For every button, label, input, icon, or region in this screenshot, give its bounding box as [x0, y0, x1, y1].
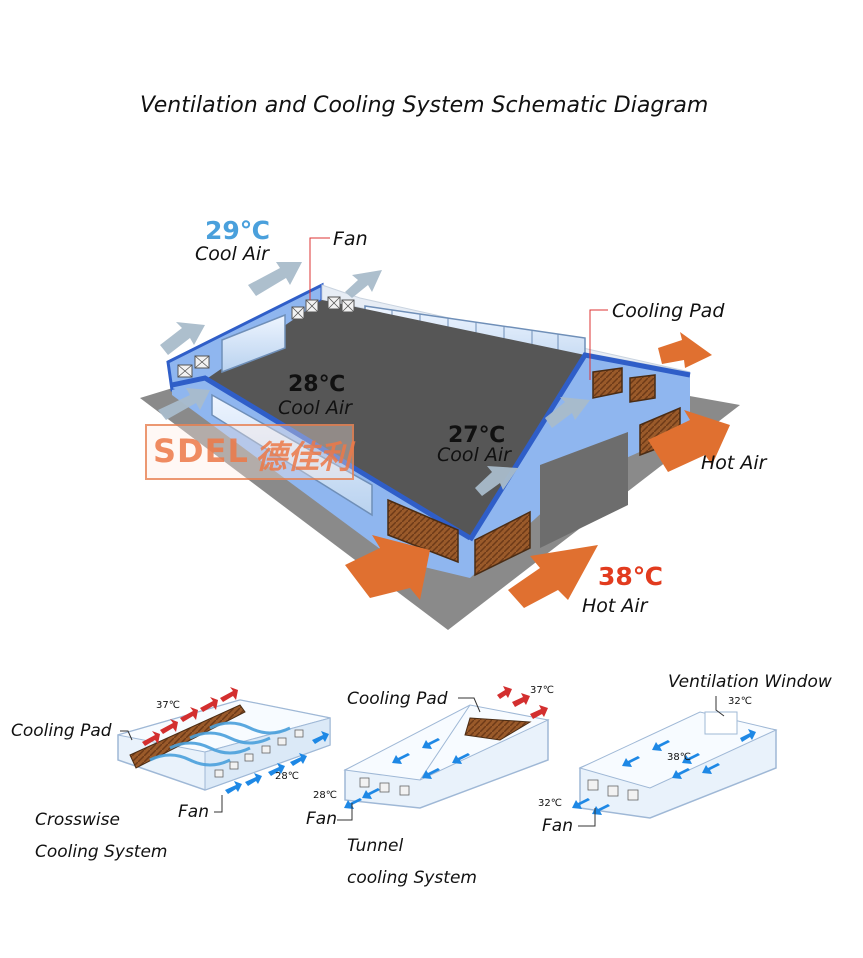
tunnel-temp-in: 37℃ [530, 685, 554, 696]
main-building [140, 237, 740, 630]
gable-cooling-pad-2 [592, 367, 623, 399]
brand-logo: SDEL 德佳利 [145, 424, 354, 480]
window-fan-label: Fan [542, 816, 573, 836]
ventilation-window-label: Ventilation Window [668, 672, 832, 692]
temp-mid-2: 27℃ [448, 423, 506, 448]
tunnel-temp-out: 28℃ [313, 790, 337, 801]
tunnel-cool-arrows [344, 738, 470, 809]
fan-leader-line [309, 237, 330, 300]
gable-cooling-pad-1 [474, 510, 531, 577]
crosswise-temp-out: 28℃ [275, 771, 299, 782]
crosswise-fan-label: Fan [178, 802, 209, 822]
cool-air-top: Cool Air [195, 243, 269, 265]
cool-air-mid-2: Cool Air [437, 444, 511, 466]
crosswise-cooling-pad-label: Cooling Pad [11, 721, 112, 741]
tunnel-caption-line2: cooling System [347, 868, 477, 888]
crosswise-caption-line2: Cooling System [35, 842, 168, 862]
crosswise-cooling-pad [129, 704, 246, 769]
tunnel-hot-arrows [497, 686, 548, 719]
temp-hot: 38℃ [598, 562, 664, 591]
fan-end-windows [221, 313, 286, 374]
window-temp-top: 32℃ [728, 696, 752, 707]
hot-air-arrows [345, 332, 730, 608]
diagram-title: Ventilation and Cooling System Schematic… [140, 93, 709, 118]
front-cooling-pad [387, 498, 459, 564]
temp-top: 29℃ [205, 216, 271, 245]
pad-leader-line [589, 309, 608, 380]
window-temp-mid: 38℃ [667, 752, 691, 763]
hot-air-right: Hot Air [701, 452, 767, 474]
crosswise-temp-in: 37℃ [156, 700, 180, 711]
cool-air-mid-1: Cool Air [278, 397, 352, 419]
tunnel-cooling-pad-label: Cooling Pad [347, 689, 448, 709]
tunnel-cooling-pad [464, 717, 532, 741]
tunnel-fan-label: Fan [306, 809, 337, 829]
tunnel-diagram [337, 686, 550, 821]
window-diagram [572, 696, 778, 827]
fan-label: Fan [333, 228, 368, 250]
logo-mark: 德佳利 [255, 438, 352, 476]
crosswise-caption-line1: Crosswise [35, 810, 120, 830]
crosswise-cool-arrows [225, 731, 329, 794]
hot-air-bottom: Hot Air [582, 595, 648, 617]
window-cool-arrows [572, 729, 756, 815]
window-temp-out: 32℃ [538, 798, 562, 809]
temp-mid-1: 28℃ [288, 372, 346, 397]
logo-text: SDEL [153, 432, 249, 470]
crosswise-diagram [117, 687, 331, 813]
cool-air-arrows [158, 262, 590, 496]
tunnel-caption-line1: Tunnel [347, 836, 404, 856]
crosswise-hot-arrows [142, 687, 238, 746]
roof [205, 300, 680, 540]
gable-cooling-pad-3 [629, 374, 656, 403]
gable-door [540, 432, 628, 548]
cooling-pad-label: Cooling Pad [612, 300, 725, 322]
